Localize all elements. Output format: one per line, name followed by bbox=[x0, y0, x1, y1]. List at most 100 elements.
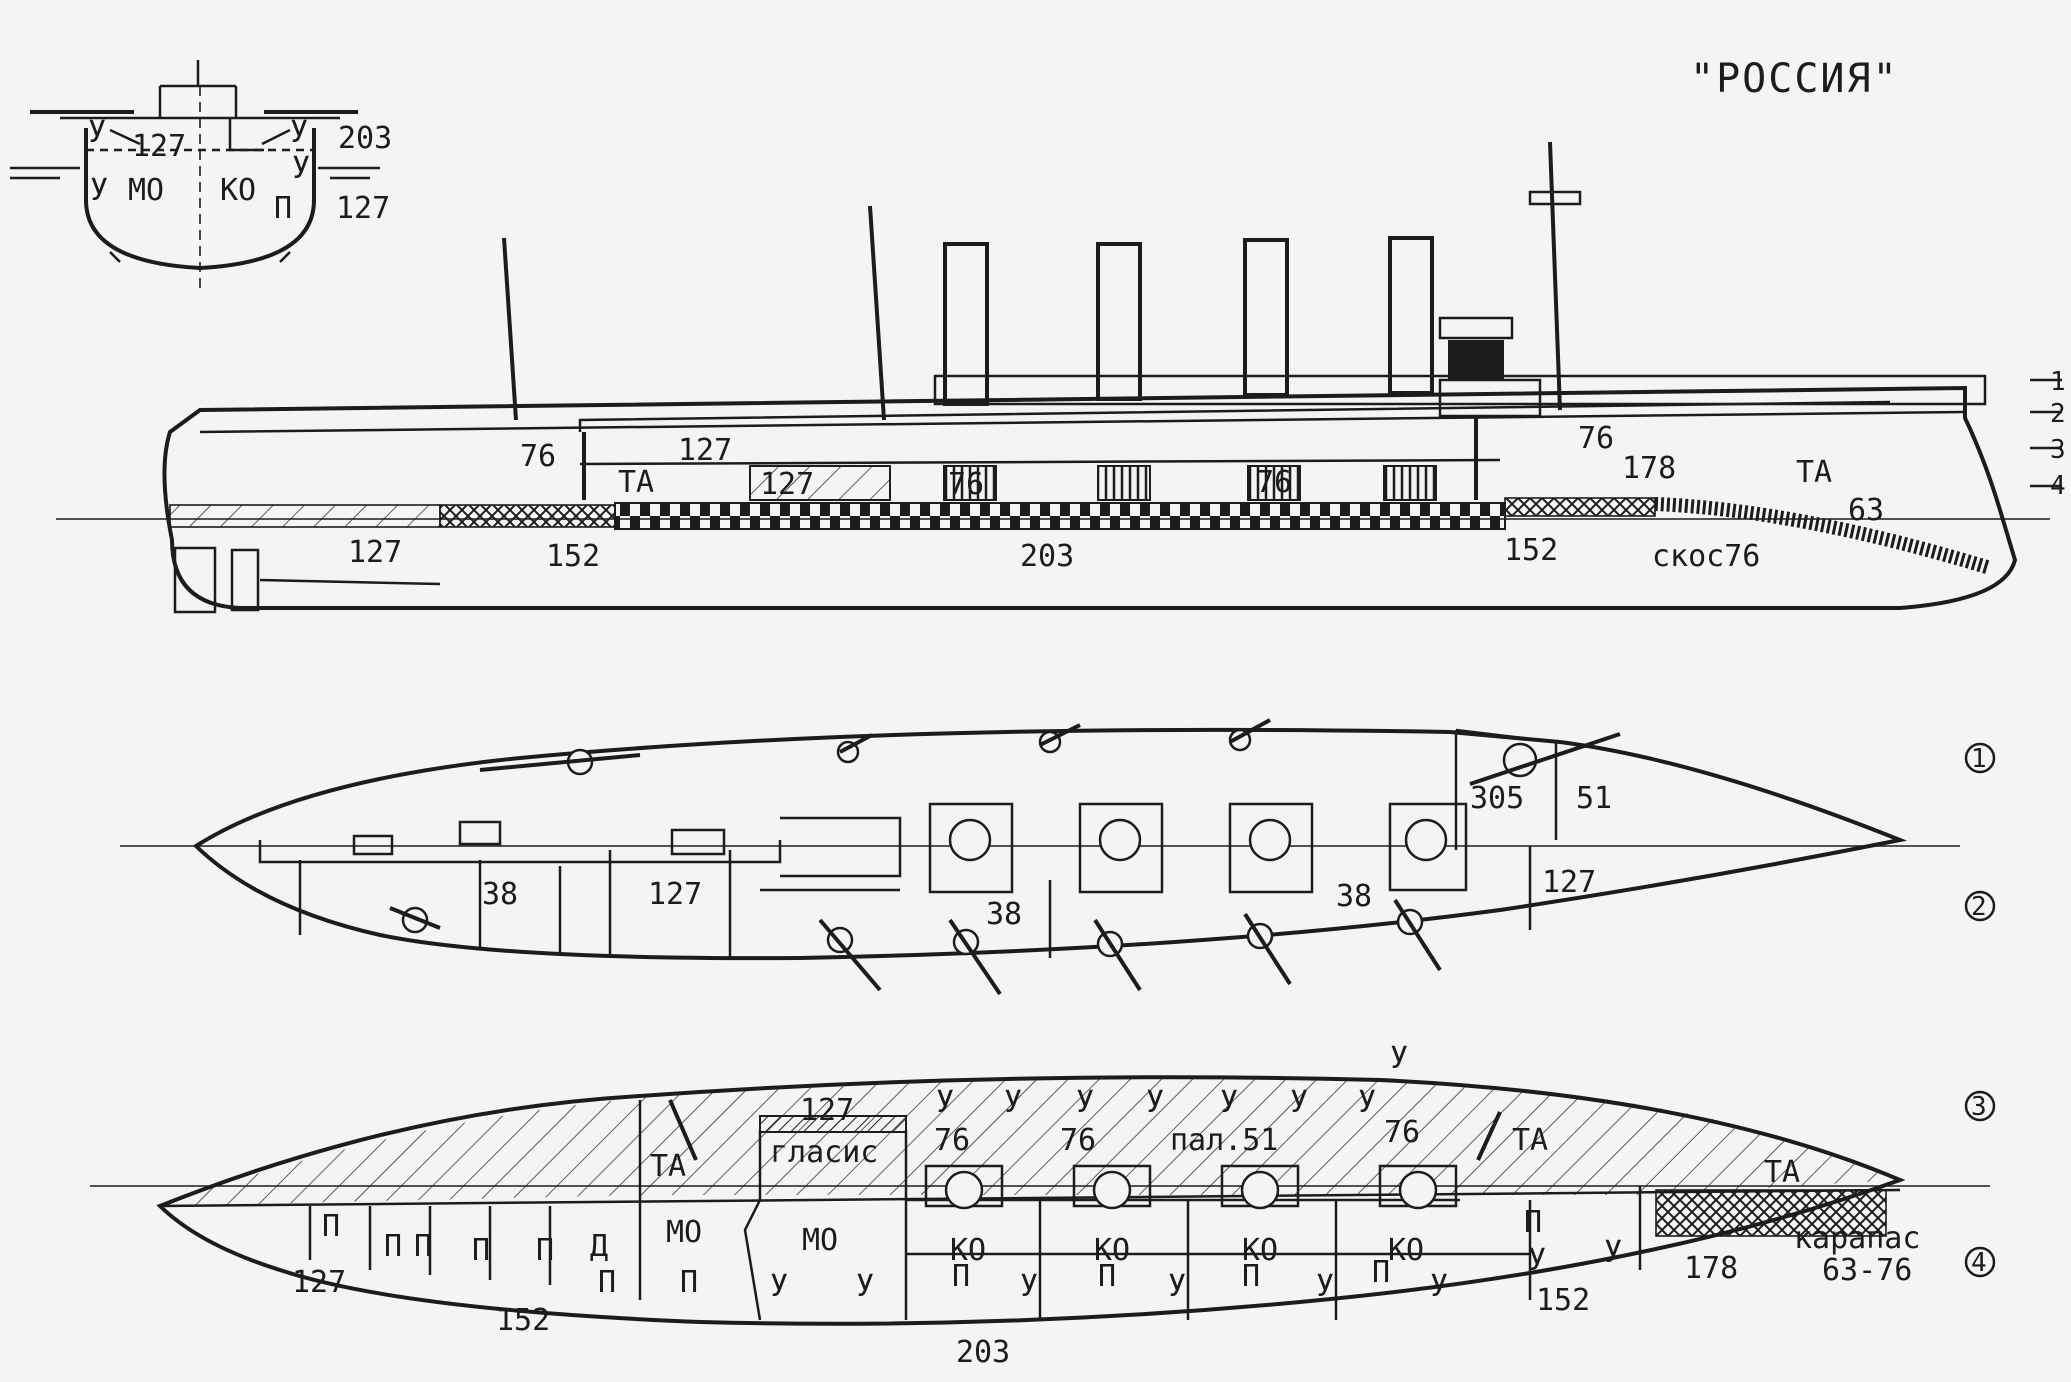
plan_lower-labels-34: У bbox=[770, 1269, 788, 1304]
profile-labels-3: 127 bbox=[760, 467, 814, 502]
cross_section-labels-1: 127 bbox=[132, 129, 186, 164]
plan_lower-labels-47: 152 bbox=[1536, 1283, 1590, 1318]
plan_lower-labels-39: У bbox=[1168, 1269, 1186, 1304]
marker-1 bbox=[1964, 742, 1996, 774]
profile-deck_levels-3: 4 bbox=[2050, 471, 2066, 501]
plan_lower-labels-21: П bbox=[414, 1229, 432, 1264]
plan_upper-labels-1: 51 bbox=[1576, 781, 1612, 816]
profile-labels-8: ТА bbox=[1796, 455, 1832, 490]
plan_lower-labels-17: МО bbox=[666, 1215, 702, 1250]
cross_section-labels-5: КО bbox=[220, 173, 256, 208]
plan_lower-labels-22: П bbox=[472, 1233, 490, 1268]
turret-rings bbox=[928, 802, 1468, 894]
secondary-guns bbox=[389, 718, 1442, 996]
plan_lower-labels-45: 152 bbox=[496, 1303, 550, 1338]
marker-2 bbox=[1964, 890, 1996, 922]
plan_lower-labels-31: У bbox=[1604, 1235, 1622, 1270]
plan_lower-labels-37: У bbox=[1020, 1269, 1038, 1304]
plan_lower-labels-33: П bbox=[680, 1265, 698, 1300]
plan_lower-labels-3: У bbox=[1004, 1085, 1022, 1120]
plan_lower-labels-10: 76 bbox=[1060, 1123, 1096, 1158]
plan_lower-labels-2: У bbox=[936, 1085, 954, 1120]
plan_lower-labels-20: П bbox=[384, 1229, 402, 1264]
profile-labels-6: 76 bbox=[1578, 421, 1614, 456]
plan_lower-labels-16: гласис bbox=[770, 1135, 878, 1170]
profile-labels-14: скос76 bbox=[1652, 539, 1760, 574]
plan_lower-labels-23: П bbox=[536, 1233, 554, 1268]
plan_upper-labels-0: 305 bbox=[1470, 781, 1524, 816]
marker-3 bbox=[1964, 1090, 1996, 1122]
profile-labels-0: 76 bbox=[520, 439, 556, 474]
plan_lower-labels-24: Д bbox=[590, 1229, 608, 1264]
plan_upper-labels-5: 38 bbox=[1336, 879, 1372, 914]
plan_lower-labels-29: П bbox=[1524, 1205, 1542, 1240]
plan_lower-labels-4: У bbox=[1076, 1085, 1094, 1120]
plan_lower-labels-35: У bbox=[856, 1269, 874, 1304]
cross_section-labels-8: 127 bbox=[336, 191, 390, 226]
plan_lower-labels-5: У bbox=[1146, 1085, 1164, 1120]
plan_lower-labels-42: П bbox=[1372, 1255, 1390, 1290]
plan_lower-labels-25: КО bbox=[950, 1233, 986, 1268]
deck-plan-lower bbox=[90, 1075, 1996, 1326]
plan_upper-labels-2: 38 bbox=[482, 877, 518, 912]
cross_section-labels-9: У bbox=[90, 173, 108, 208]
plan_lower-labels-28: КО bbox=[1388, 1233, 1424, 1268]
plan_lower-labels-14: ТА bbox=[1512, 1123, 1548, 1158]
plan_lower-labels-44: 127 bbox=[292, 1265, 346, 1300]
plan_lower-labels-30: У bbox=[1528, 1243, 1546, 1278]
plan_lower-labels-6: У bbox=[1220, 1085, 1238, 1120]
profile-deck_levels-1: 2 bbox=[2050, 399, 2066, 429]
profile-labels-10: 127 bbox=[348, 535, 402, 570]
profile-labels-11: 152 bbox=[546, 539, 600, 574]
cross_section-labels-7: П bbox=[274, 191, 292, 226]
plan_lower-labels-9: 76 bbox=[934, 1123, 970, 1158]
profile-labels-12: 203 bbox=[1020, 539, 1074, 574]
plan_lower-labels-32: П bbox=[598, 1265, 616, 1300]
plan_lower-labels-18: МО bbox=[802, 1223, 838, 1258]
plan_lower-markers-0: 3 bbox=[1971, 1092, 1987, 1122]
cross_section-labels-6: У bbox=[292, 151, 310, 186]
plan_lower-markers-1: 4 bbox=[1971, 1248, 1987, 1278]
profile-labels-4: 76 bbox=[948, 467, 984, 502]
plan_upper-labels-6: 127 bbox=[1542, 865, 1596, 900]
plan_lower-labels-49: карапас bbox=[1794, 1221, 1920, 1256]
plan_lower-labels-41: У bbox=[1316, 1269, 1334, 1304]
profile-labels-2: ТА bbox=[618, 465, 654, 500]
deck-plan-upper bbox=[120, 718, 1996, 996]
plan_lower-labels-27: КО bbox=[1242, 1233, 1278, 1268]
profile-labels-9: 63 bbox=[1848, 493, 1884, 528]
plan_lower-labels-15: ТА bbox=[1764, 1155, 1800, 1190]
plan_lower-labels-19: П bbox=[322, 1209, 340, 1244]
plan_lower-labels-7: У bbox=[1290, 1085, 1308, 1120]
profile-deck_levels-2: 3 bbox=[2050, 435, 2066, 465]
profile-deck_levels-0: 1 bbox=[2050, 367, 2066, 397]
plan_upper-labels-3: 127 bbox=[648, 877, 702, 912]
cross_section-labels-2: 203 bbox=[338, 121, 392, 156]
marker-4 bbox=[1964, 1246, 1996, 1278]
plan_lower-labels-8: У bbox=[1358, 1085, 1376, 1120]
plan_lower-labels-11: пал.51 bbox=[1170, 1123, 1278, 1158]
plan_upper-labels-4: 38 bbox=[986, 897, 1022, 932]
ship-title: "РОССИЯ" bbox=[1690, 56, 1899, 102]
plan_lower-labels-48: 178 bbox=[1684, 1251, 1738, 1286]
plan_lower-labels-46: 203 bbox=[956, 1335, 1010, 1370]
plan_lower-labels-1: 127 bbox=[800, 1093, 854, 1128]
cross_section-labels-0: У bbox=[88, 115, 106, 150]
turret-rings-lower bbox=[924, 1164, 1458, 1210]
profile-labels-1: 127 bbox=[678, 433, 732, 468]
plan_lower-labels-38: П bbox=[1098, 1259, 1116, 1294]
plan_lower-labels-50: 63-76 bbox=[1822, 1253, 1912, 1288]
ship-profile bbox=[56, 141, 2062, 614]
plan_lower-labels-26: КО bbox=[1094, 1233, 1130, 1268]
plan_upper-markers-0: 1 bbox=[1971, 744, 1987, 774]
cross_section-labels-3: У bbox=[290, 115, 308, 150]
plan_lower-labels-12: 76 bbox=[1384, 1115, 1420, 1150]
cross-section bbox=[10, 60, 380, 290]
profile-labels-13: 152 bbox=[1504, 533, 1558, 568]
cross_section-labels-4: МО bbox=[128, 173, 164, 208]
profile-labels-5: 76 bbox=[1256, 465, 1292, 500]
plan_lower-labels-13: ТА bbox=[650, 1149, 686, 1184]
plan_lower-labels-0: У bbox=[1390, 1041, 1408, 1076]
